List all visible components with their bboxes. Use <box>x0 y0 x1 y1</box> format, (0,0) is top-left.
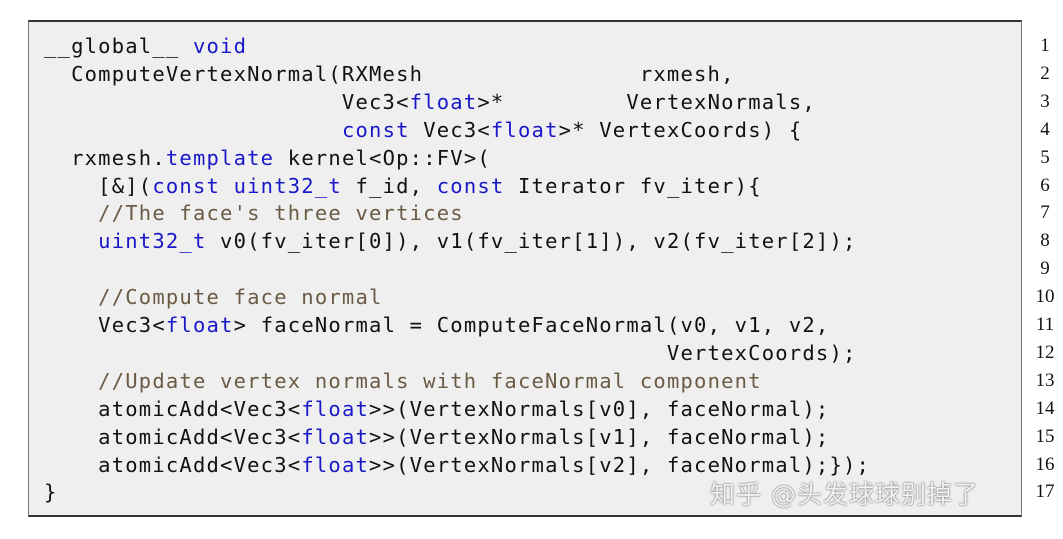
code-text: Iterator fv_iter){ <box>504 173 762 198</box>
code-text <box>44 118 342 142</box>
code-text: > faceNormal = ComputeFaceNormal(v0, v1,… <box>233 313 830 337</box>
code-text: kernel<Op::FV>( <box>274 145 491 170</box>
code-text <box>44 369 98 393</box>
code-keyword: const uint32_t <box>152 173 342 198</box>
code-text: ComputeVertexNormal(RXMesh rxmesh, <box>44 61 735 86</box>
code-line: [&](const uint32_t f_id, const Iterator … <box>44 172 762 200</box>
code-line: uint32_t v0(fv_iter[0]), v1(fv_iter[1]),… <box>44 227 857 255</box>
line-number: 14 <box>1035 397 1055 419</box>
line-number: 9 <box>1040 258 1050 280</box>
code-line: __global__ void <box>44 32 247 60</box>
code-line: ComputeVertexNormal(RXMesh rxmesh, <box>44 60 735 88</box>
code-line: //The face's three vertices <box>44 199 464 227</box>
code-line: //Update vertex normals with faceNormal … <box>44 367 762 395</box>
code-keyword: uint32_t <box>98 229 207 254</box>
code-line: const Vec3<float>* VertexCoords) { <box>44 116 802 144</box>
code-text <box>44 285 98 309</box>
line-number: 13 <box>1035 369 1055 391</box>
code-keyword: const <box>436 173 505 198</box>
line-number: 2 <box>1040 62 1050 84</box>
line-number: 4 <box>1040 118 1050 140</box>
line-number: 7 <box>1040 202 1050 224</box>
code-listing <box>28 20 1022 517</box>
line-number: 6 <box>1040 174 1050 196</box>
code-keyword: float <box>301 396 370 421</box>
code-text: f_id, <box>341 173 437 198</box>
code-keyword: float <box>301 452 370 477</box>
code-line: } <box>44 478 58 506</box>
code-keyword: float <box>490 117 559 142</box>
code-line: VertexCoords); <box>44 339 857 367</box>
code-line: Vec3<float>* VertexNormals, <box>44 88 816 116</box>
code-line: Vec3<float> faceNormal = ComputeFaceNorm… <box>44 311 829 339</box>
code-line: //Compute face normal <box>44 283 383 311</box>
code-comment: //Update vertex normals with faceNormal … <box>98 368 762 393</box>
code-comment: //Compute face normal <box>98 285 383 310</box>
code-keyword: float <box>301 424 370 449</box>
code-line: atomicAdd<Vec3<float>>(VertexNormals[v1]… <box>44 423 829 451</box>
line-number: 8 <box>1040 230 1050 252</box>
line-number: 3 <box>1040 90 1050 112</box>
code-text: >>(VertexNormals[v2], faceNormal);}); <box>369 452 871 477</box>
code-keyword: template <box>165 145 275 170</box>
line-number: 16 <box>1035 453 1055 475</box>
line-number: 10 <box>1035 286 1055 308</box>
line-number: 15 <box>1035 425 1055 447</box>
code-comment: //The face's three vertices <box>98 201 464 226</box>
code-keyword: const <box>341 117 410 142</box>
code-keyword: void <box>192 34 248 58</box>
code-text: >>(VertexNormals[v0], faceNormal); <box>369 396 830 421</box>
code-text: Vec3< <box>44 313 166 337</box>
line-number: 1 <box>1040 35 1050 56</box>
code-text: >* VertexNormals, <box>477 89 816 114</box>
code-text: atomicAdd<Vec3< <box>44 396 302 421</box>
code-text: v0(fv_iter[0]), v1(fv_iter[1]), v2(fv_it… <box>206 229 857 254</box>
code-text: Vec3< <box>409 117 491 142</box>
code-line: rxmesh.template kernel<Op::FV>( <box>44 144 491 172</box>
code-text: >* VertexCoords) { <box>558 117 803 142</box>
line-number: 12 <box>1035 341 1055 363</box>
line-number: 11 <box>1035 314 1055 335</box>
code-text <box>44 229 98 253</box>
code-text: VertexCoords); <box>44 340 857 365</box>
code-line: atomicAdd<Vec3<float>>(VertexNormals[v0]… <box>44 395 829 423</box>
code-text: >>(VertexNormals[v1], faceNormal); <box>369 424 830 449</box>
code-text: [&]( <box>44 173 153 198</box>
code-keyword: float <box>409 89 478 114</box>
watermark: 知乎 @头发球球别掉了 <box>710 480 979 509</box>
code-text: atomicAdd<Vec3< <box>44 452 302 477</box>
code-text: rxmesh. <box>44 145 166 170</box>
code-text <box>44 201 98 225</box>
code-keyword: float <box>165 313 234 337</box>
code-text: Vec3< <box>44 89 410 114</box>
code-text: } <box>44 480 58 505</box>
code-text: __global__ <box>44 34 193 58</box>
code-text: atomicAdd<Vec3< <box>44 424 302 449</box>
line-number: 5 <box>1040 146 1050 168</box>
code-line: atomicAdd<Vec3<float>>(VertexNormals[v2]… <box>44 451 870 479</box>
line-number: 17 <box>1035 481 1055 503</box>
